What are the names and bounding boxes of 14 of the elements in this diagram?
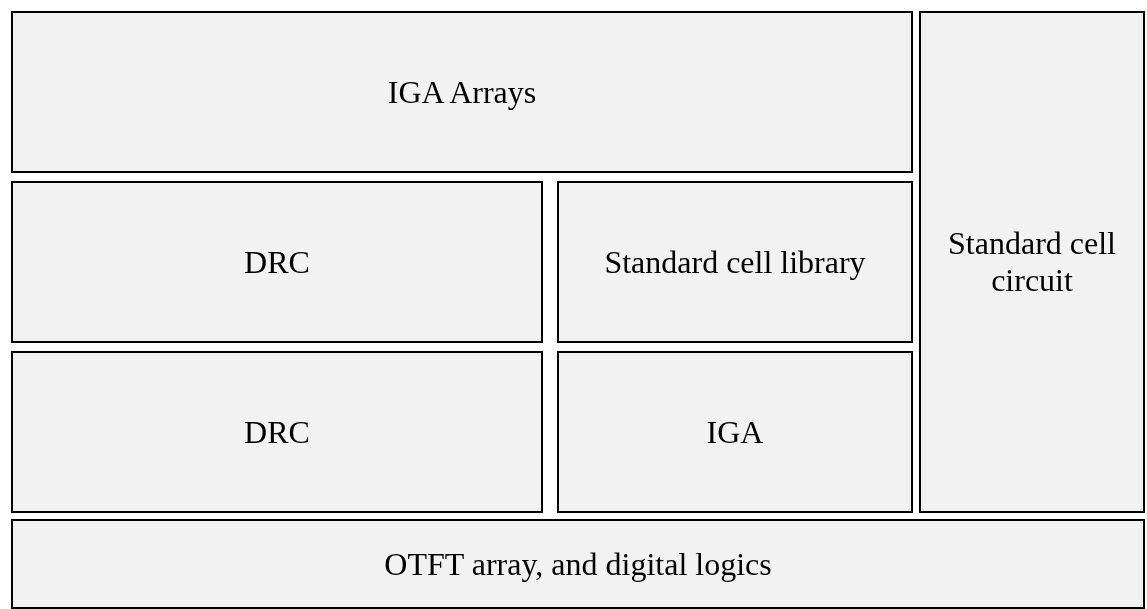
layer-label: OTFT array, and digital logics <box>383 545 773 583</box>
layer-box <box>11 519 1145 609</box>
layer-box <box>919 11 1145 513</box>
layer-label: IGA Arrays <box>386 73 538 111</box>
layer-label: DRC <box>243 243 311 281</box>
layer-box <box>11 11 913 173</box>
layer-box <box>557 181 913 343</box>
layer-label: IGA <box>705 413 765 451</box>
layer-box <box>11 351 543 513</box>
layer-label: Standard cell library <box>603 243 867 281</box>
layer-box <box>11 181 543 343</box>
layer-box <box>557 351 913 513</box>
layer-label: DRC <box>243 413 311 451</box>
layer-label: Standard cell circuit <box>947 225 1117 299</box>
